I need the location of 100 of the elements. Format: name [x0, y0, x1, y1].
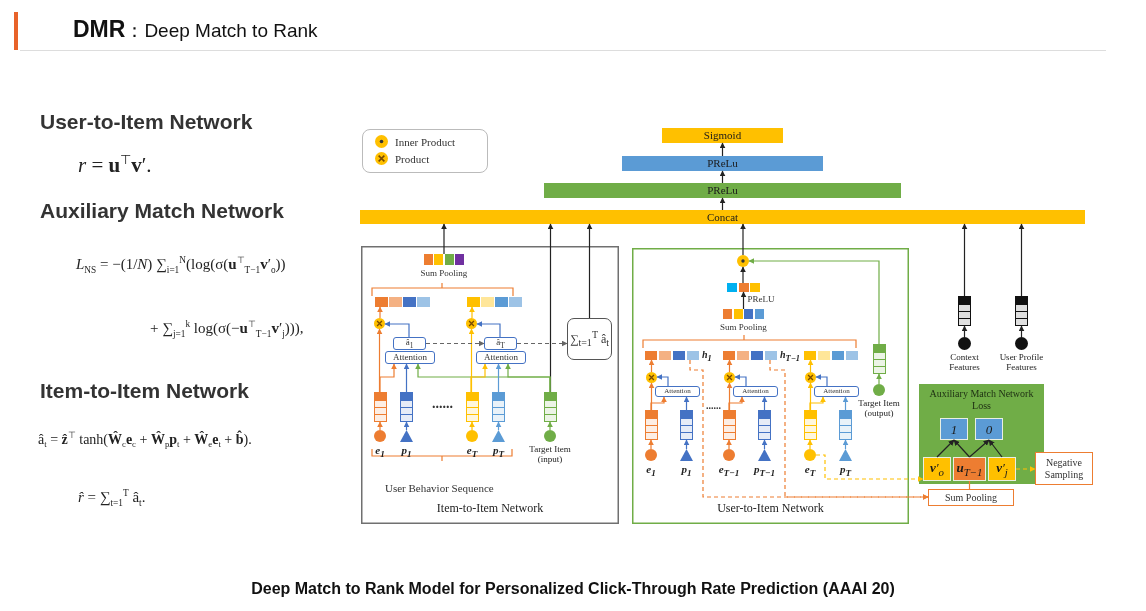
section-heading: User-to-Item Network: [40, 110, 253, 134]
ellipsis: ......: [432, 396, 453, 412]
vector-bar: [804, 351, 858, 360]
ellipsis: ......: [706, 400, 721, 411]
cell-label: v′$_{o}$: [929, 460, 944, 478]
arrow: [842, 396, 849, 411]
arrow: [683, 396, 690, 411]
arrow: [734, 374, 747, 387]
node-caption: e$_{T}$: [466, 444, 478, 460]
attention-box: [733, 386, 778, 397]
arrow: [425, 340, 485, 347]
node-caption: Target Item (output): [857, 398, 901, 419]
arrow: [719, 197, 726, 211]
vector-bar: [727, 283, 760, 292]
arrow: [1018, 325, 1025, 338]
layer-label: Sigmoid: [703, 130, 742, 141]
formula: â$_{t}$ = ẑ$^{⊤}$ tanh(Ŵ$_{c}$e$_{c}$ + Ŵ$_{p}$p$_{t}$ + Ŵ$_{e}$e$_{t}$ + b̂).: [38, 430, 252, 450]
weight-box: [484, 337, 517, 350]
layer-label: PReLu: [707, 185, 738, 196]
sum-pooling-block: [718, 309, 769, 333]
arrow: [719, 142, 726, 157]
section-heading: Item-to-Item Network: [40, 379, 249, 403]
arrow: [953, 439, 971, 458]
panel-title: User-to-Item Network: [717, 501, 824, 516]
arrow: [988, 439, 1003, 458]
node-caption: p$_{1}$: [681, 463, 692, 479]
arrow: [683, 439, 690, 450]
formula: r̂ = ∑$_{t=1}$$^{T}$ â$_{t}$.: [78, 488, 146, 508]
embedding-stack: [400, 392, 413, 422]
arrow: [961, 325, 968, 338]
arrow: [815, 374, 828, 387]
product-circle: [466, 318, 477, 329]
weight-box: [393, 337, 426, 350]
node-caption: e$_{1}$: [646, 463, 656, 479]
section-heading: Auxiliary Match Network: [40, 199, 284, 223]
embedding-stack: [466, 392, 479, 422]
vector-bar: [467, 297, 522, 307]
arrow: [384, 321, 410, 338]
arrow: [650, 396, 667, 411]
embedding-stack: [1015, 296, 1028, 326]
arrow: [441, 223, 447, 255]
legend-label: Inner Product: [395, 135, 456, 148]
edge-label: PReLU: [746, 293, 776, 304]
panel-heading: Auxiliary Match Network Loss: [929, 388, 1034, 412]
embedding-stack: [544, 392, 557, 422]
embedding-stack: [723, 410, 736, 440]
vector-cell: [923, 457, 951, 481]
arrow: [961, 223, 968, 297]
formula: + ∑$_{j=1}$$^{k}$ log(σ(−u$^{⊤}$$_{T−1}$v′$_{j}$))),: [150, 318, 304, 339]
embedding-stack: [804, 410, 817, 440]
arrow: [476, 321, 501, 338]
arrow: [726, 359, 733, 373]
pool-label: Sum Pooling: [720, 322, 767, 332]
product-circle: [805, 372, 816, 383]
arrow: [648, 359, 655, 373]
node-caption: h$_{T−1}$: [780, 349, 800, 364]
sigmoid-layer: [662, 128, 783, 143]
arrow: [740, 291, 747, 310]
vector-bar: [375, 297, 430, 307]
node-caption: e$_{T−1}$: [718, 463, 740, 479]
arrow: [505, 363, 551, 393]
arrow: [1018, 223, 1025, 297]
arrow: [547, 421, 553, 431]
inner-product-circle: [737, 255, 749, 267]
label-cell: [940, 418, 968, 440]
embedding-stack: [873, 344, 886, 374]
concat-layer: [360, 210, 1085, 224]
node-caption: p$_{1}$: [401, 444, 412, 460]
product-circle: [374, 318, 385, 329]
attention-box: [655, 386, 700, 397]
prelu-layer: [622, 156, 823, 171]
node-caption: e$_{1}$: [375, 444, 385, 460]
layer-label: PReLu: [707, 158, 738, 169]
pool-label: Sum Pooling: [420, 268, 468, 278]
vector-cell: [988, 457, 1016, 481]
sampling-box: [1035, 452, 1093, 485]
box-label: Attention: [484, 353, 518, 362]
node-caption: h$_{1}$: [702, 349, 712, 364]
arrow: [726, 439, 732, 450]
arrow: [815, 454, 924, 482]
node-caption: p$_{T}$: [839, 463, 852, 479]
arrow: [469, 306, 475, 319]
product-circle: [724, 372, 735, 383]
embedding-stack: [758, 410, 771, 440]
arrow: [740, 223, 746, 256]
arrow: [586, 223, 593, 319]
prelu-layer: [544, 183, 901, 198]
arrow: [809, 396, 826, 411]
formula: L$_{NS}$ = −(1/N) ∑$_{i=1}$$^{N}$(log(σ(u$^{⊤}$$_{T−1}$v′$_{o}$)): [76, 254, 286, 275]
box-label: Attention: [393, 353, 427, 362]
arrow: [769, 359, 929, 500]
network-panel: [361, 246, 619, 524]
box-label: â$_{1}$: [405, 337, 414, 350]
loss-panel: [919, 384, 1044, 484]
attention-box: [476, 351, 526, 364]
formula: r = u$^{⊤}$v′.: [78, 152, 152, 178]
arrow: [761, 439, 768, 450]
cell-label: v′$_{j}$: [996, 460, 1008, 478]
network-panel: [632, 248, 909, 524]
arrow: [740, 266, 746, 284]
